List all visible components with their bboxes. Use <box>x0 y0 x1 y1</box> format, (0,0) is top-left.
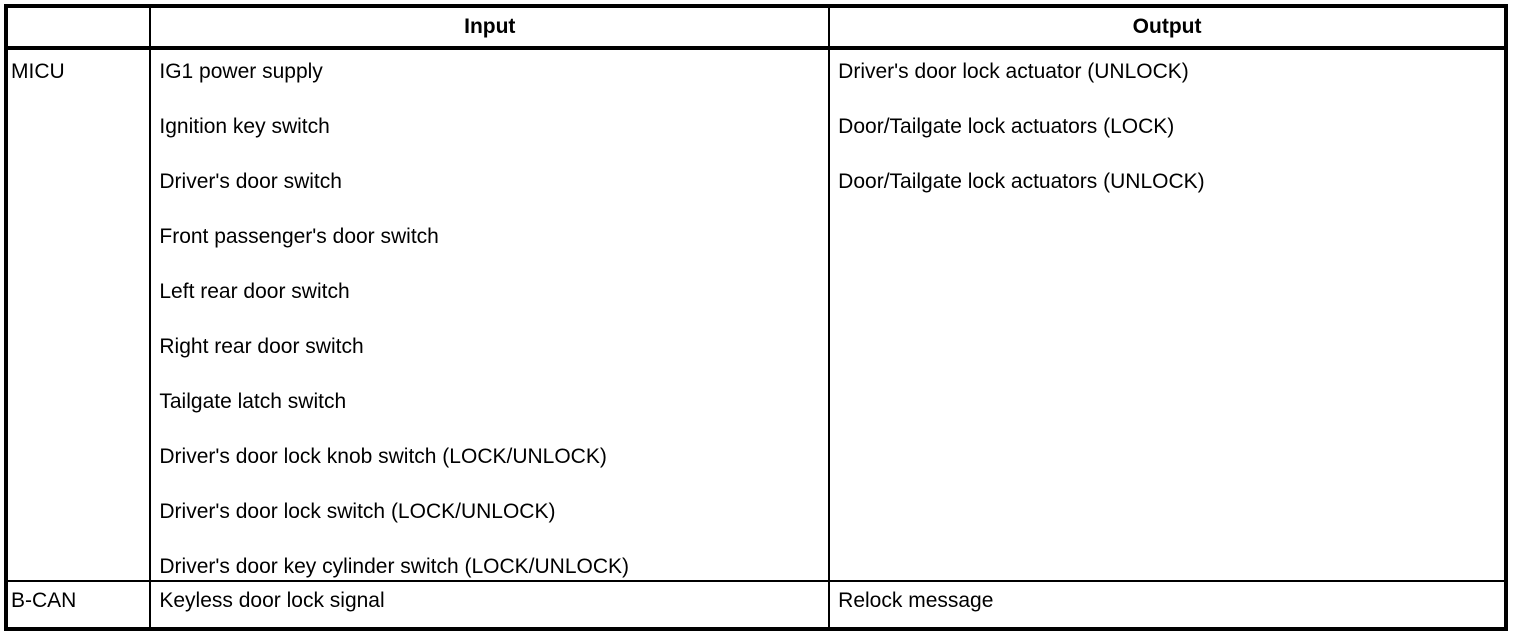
list-item: Driver's door lock actuator (UNLOCK) <box>838 60 1189 83</box>
list-item: Door/Tailgate lock actuators (LOCK) <box>838 115 1175 138</box>
io-table-container: Input Output MICU IG1 power supply Ignit… <box>4 4 1508 631</box>
list-item: Right rear door switch <box>159 335 364 358</box>
list-item: Left rear door switch <box>159 280 350 303</box>
list-item: IG1 power supply <box>159 60 323 83</box>
list-item: Keyless door lock signal <box>159 589 385 612</box>
column-header-system <box>6 6 152 50</box>
list-item: Driver's door lock knob switch (LOCK/UNL… <box>159 445 607 468</box>
table-row-micu: MICU IG1 power supply Ignition key switc… <box>6 48 1506 581</box>
table-header-row: Input Output <box>6 6 1506 50</box>
table-body: MICU IG1 power supply Ignition key switc… <box>6 48 1506 629</box>
list-item: Door/Tailgate lock actuators (UNLOCK) <box>838 170 1205 193</box>
list-item: Relock message <box>838 589 994 612</box>
column-header-input: Input <box>150 6 831 50</box>
column-header-output: Output <box>829 6 1506 50</box>
input-output-table: Input Output MICU IG1 power supply Ignit… <box>4 4 1508 631</box>
list-item: Front passenger's door switch <box>159 225 439 248</box>
list-item: Driver's door key cylinder switch (LOCK/… <box>159 555 629 578</box>
list-item: Tailgate latch switch <box>159 390 347 413</box>
input-list-micu: IG1 power supply Ignition key switch Dri… <box>159 59 828 580</box>
table-header: Input Output <box>6 6 1506 50</box>
system-label-micu: MICU <box>11 60 65 83</box>
output-list-micu: Driver's door lock actuator (UNLOCK) Doo… <box>838 59 1504 195</box>
cell-output-micu: Driver's door lock actuator (UNLOCK) Doo… <box>829 48 1506 581</box>
list-item: Driver's door switch <box>159 170 342 193</box>
table-row-bcan: B-CAN Keyless door lock signal Relock me… <box>6 580 1506 629</box>
cell-system-micu: MICU <box>6 48 152 581</box>
cell-input-bcan: Keyless door lock signal <box>150 580 831 629</box>
list-item: Driver's door lock switch (LOCK/UNLOCK) <box>159 500 556 523</box>
system-label-bcan: B-CAN <box>11 589 77 612</box>
cell-input-micu: IG1 power supply Ignition key switch Dri… <box>150 48 831 581</box>
cell-output-bcan: Relock message <box>829 580 1506 629</box>
cell-system-bcan: B-CAN <box>6 580 152 629</box>
list-item: Ignition key switch <box>159 115 330 138</box>
